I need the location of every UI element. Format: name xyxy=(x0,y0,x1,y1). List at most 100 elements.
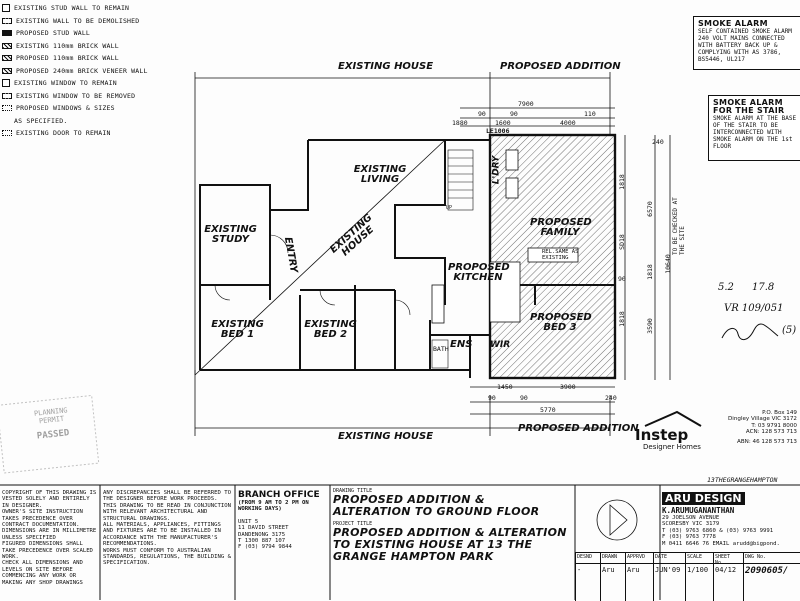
copyright-line: CHECK ALL DIMENSIONS AND LEVELS ON SITE … xyxy=(2,560,83,586)
dim-right-f: 10640 xyxy=(663,254,672,274)
meta-label: DESND xyxy=(576,553,600,564)
meta-value: JUN'09 xyxy=(655,566,681,574)
meta-label: SHEET No. xyxy=(714,553,743,566)
legend-label: PROPOSED STUD WALL xyxy=(16,29,91,37)
legend-label: PROPOSED 110mm BRICK WALL xyxy=(16,54,119,62)
branch-fax: F (03) 9794 9844 xyxy=(238,544,292,551)
meta-value: 04/12 xyxy=(715,566,737,574)
project-title: PROPOSED ADDITION & ALTERATION TO EXISTI… xyxy=(333,526,567,563)
branch-hours: (FROM 9 AM TO 2 PM ON WORKING DAYS) xyxy=(238,500,309,513)
dim-right-e: 1818 xyxy=(645,264,654,280)
zone-proposed-addition-top: PROPOSED ADDITION xyxy=(500,61,621,72)
legend-item: EXISTING 110mm BRICK WALL xyxy=(2,42,119,50)
aru-contact: M 0411 6646 76 EMAIL arudd@bigpond. xyxy=(662,541,798,547)
label-rel-same: REL.SAME AS EXISTING xyxy=(542,249,579,261)
smoke-alarm-body: SELF CONTAINED SMOKE ALARM 240 VOLT MAIN… xyxy=(698,28,792,63)
label-stair-up: UP xyxy=(446,205,453,211)
meta-value: 1/100 xyxy=(687,566,709,574)
legend-swatch-icon xyxy=(2,4,10,12)
project-title-label: PROJECT TITLE xyxy=(333,521,373,527)
meta-value: - xyxy=(577,566,582,574)
aru-tel: T (03) 9763 6860 & (03) 9763 9991 xyxy=(662,527,774,534)
discrepancy-line: ANY DISCREPANCIES SHALL BE REFERRED TO T… xyxy=(103,490,231,503)
legend-label: AS SPECIFIED. xyxy=(14,116,68,125)
instep-po: P.O. Box 149 xyxy=(762,410,797,416)
legend-item: EXISTING DOOR TO REMAIN xyxy=(2,129,111,137)
handwritten-note-b: 17.8 xyxy=(752,282,775,293)
room-proposed-family: PROPOSED FAMILY xyxy=(530,217,592,238)
copyright-line: FIGURED DIMENSIONS SHALL TAKE PRECEDENCE… xyxy=(2,541,93,561)
room-wir: WIR xyxy=(490,340,511,350)
aru-design-block: ARU DESIGN K.ARUMUGANANTHAN 29 JOELSON A… xyxy=(662,487,798,547)
label-le1006: LE1006 xyxy=(486,127,510,135)
discrepancy-notes: ANY DISCREPANCIES SHALL BE REFERRED TO T… xyxy=(103,490,231,567)
legend-item: EXISTING WALL TO BE DEMOLISHED xyxy=(2,17,139,25)
legend-swatch-icon xyxy=(2,130,12,136)
meta-label: APPRVD xyxy=(626,553,653,564)
dim-top-c: 4000 xyxy=(560,119,576,127)
branch-office: BRANCH OFFICE (FROM 9 AM TO 2 PM ON WORK… xyxy=(238,490,328,551)
legend-item: EXISTING STUD WALL TO REMAIN xyxy=(2,4,129,12)
copyright-line: DIMENSIONS ARE IN MILLIMETRE UNLESS SPEC… xyxy=(2,528,97,541)
dim-right-c: 1818 xyxy=(617,311,626,327)
meta-cell: APPRVD Aru xyxy=(625,553,653,601)
room-existing-living: EXISTING LIVING xyxy=(353,164,407,185)
instep-roof-icon xyxy=(644,410,702,427)
instep-tag: Designer Homes xyxy=(643,443,701,451)
dim-top-d3: 110 xyxy=(584,110,596,118)
dim-right-sd: SD18 xyxy=(617,234,626,250)
branch-title: BRANCH OFFICE xyxy=(238,490,320,500)
handwritten-note-a: 5.2 xyxy=(718,282,734,293)
dim-top-a: 1880 xyxy=(452,119,468,127)
filename: 13THEGRANGEHAMPTON xyxy=(707,476,778,484)
legend-item: PROPOSED 240mm BRICK VENEER WALL xyxy=(2,67,148,75)
meta-cell: SHEET No.04/12 xyxy=(713,553,743,601)
legend-label: EXISTING STUD WALL TO REMAIN xyxy=(14,4,130,12)
dim-bottom-b: 3900 xyxy=(560,383,576,391)
room-proposed-kitchen: PROPOSED KITCHEN xyxy=(448,262,510,283)
dim-top-b: 1600 xyxy=(495,119,511,127)
copyright-line: COPYRIGHT OF THIS DRAWING IS VESTED SOLE… xyxy=(2,490,97,509)
copyright-notes: COPYRIGHT OF THIS DRAWING IS VESTED SOLE… xyxy=(2,490,98,586)
handwritten-note-c: VR 109/051 xyxy=(724,303,784,314)
dim-right-90: 90 xyxy=(618,275,626,283)
dim-top-total: 7900 xyxy=(518,100,534,108)
legend-item: EXISTING WINDOW TO BE REMOVED xyxy=(2,92,135,100)
meta-value: Aru xyxy=(627,566,640,574)
legend-label: EXISTING WALL TO BE DEMOLISHED xyxy=(16,16,140,25)
instep-city: Dingley Village VIC 3172 xyxy=(727,416,797,423)
legend-label: EXISTING 110mm BRICK WALL xyxy=(16,41,119,50)
dim-right-g: 240 xyxy=(652,138,664,146)
legend-swatch-icon xyxy=(2,42,12,49)
meta-cell: DWG No.2090605/ xyxy=(743,553,800,601)
dim-bottom-d1: 90 xyxy=(488,394,496,402)
aru-design-name: ARU DESIGN xyxy=(662,492,745,505)
discrepancy-line: THIS DRAWING TO BE READ IN CONJUNCTION W… xyxy=(103,502,231,522)
dim-right-a: 1818 xyxy=(617,174,626,190)
legend-label: EXISTING WINDOW TO REMAIN xyxy=(14,79,117,87)
signature-icon xyxy=(721,323,779,340)
room-existing-study: EXISTING STUDY xyxy=(204,224,257,245)
legend-swatch-icon xyxy=(2,105,12,111)
legend-item: EXISTING WINDOW TO REMAIN xyxy=(2,79,117,87)
smoke-alarm-note: SMOKE ALARM SELF CONTAINED SMOKE ALARM 2… xyxy=(693,16,800,70)
drawing-title-block: DRAWING TITLE PROPOSED ADDITION & ALTERA… xyxy=(333,488,573,563)
branch-street: 11 DAVID STREET xyxy=(238,525,289,532)
instep-address: P.O. Box 149 Dingley Village VIC 3172 T:… xyxy=(705,410,797,445)
stair-smoke-alarm-title: SMOKE ALARM FOR THE STAIR xyxy=(713,98,785,115)
room-ens: ENS xyxy=(450,339,473,350)
meta-value: 2090605/ xyxy=(745,566,789,576)
north-arrow-icon xyxy=(596,499,638,541)
handwritten-note-d: (5) xyxy=(782,325,797,336)
stair-smoke-alarm-note: SMOKE ALARM FOR THE STAIR SMOKE ALARM AT… xyxy=(708,95,800,161)
legend-swatch-icon xyxy=(2,17,12,24)
meta-cell: DESND - xyxy=(575,553,600,601)
dim-bottom-d3: 90 xyxy=(520,394,528,402)
aru-addr1: 29 JOELSON AVENUE xyxy=(662,515,720,521)
legend-swatch-icon xyxy=(2,55,12,61)
zone-existing-house-bottom: EXISTING HOUSE xyxy=(338,431,434,442)
dim-right-d: 3590 xyxy=(645,318,654,334)
